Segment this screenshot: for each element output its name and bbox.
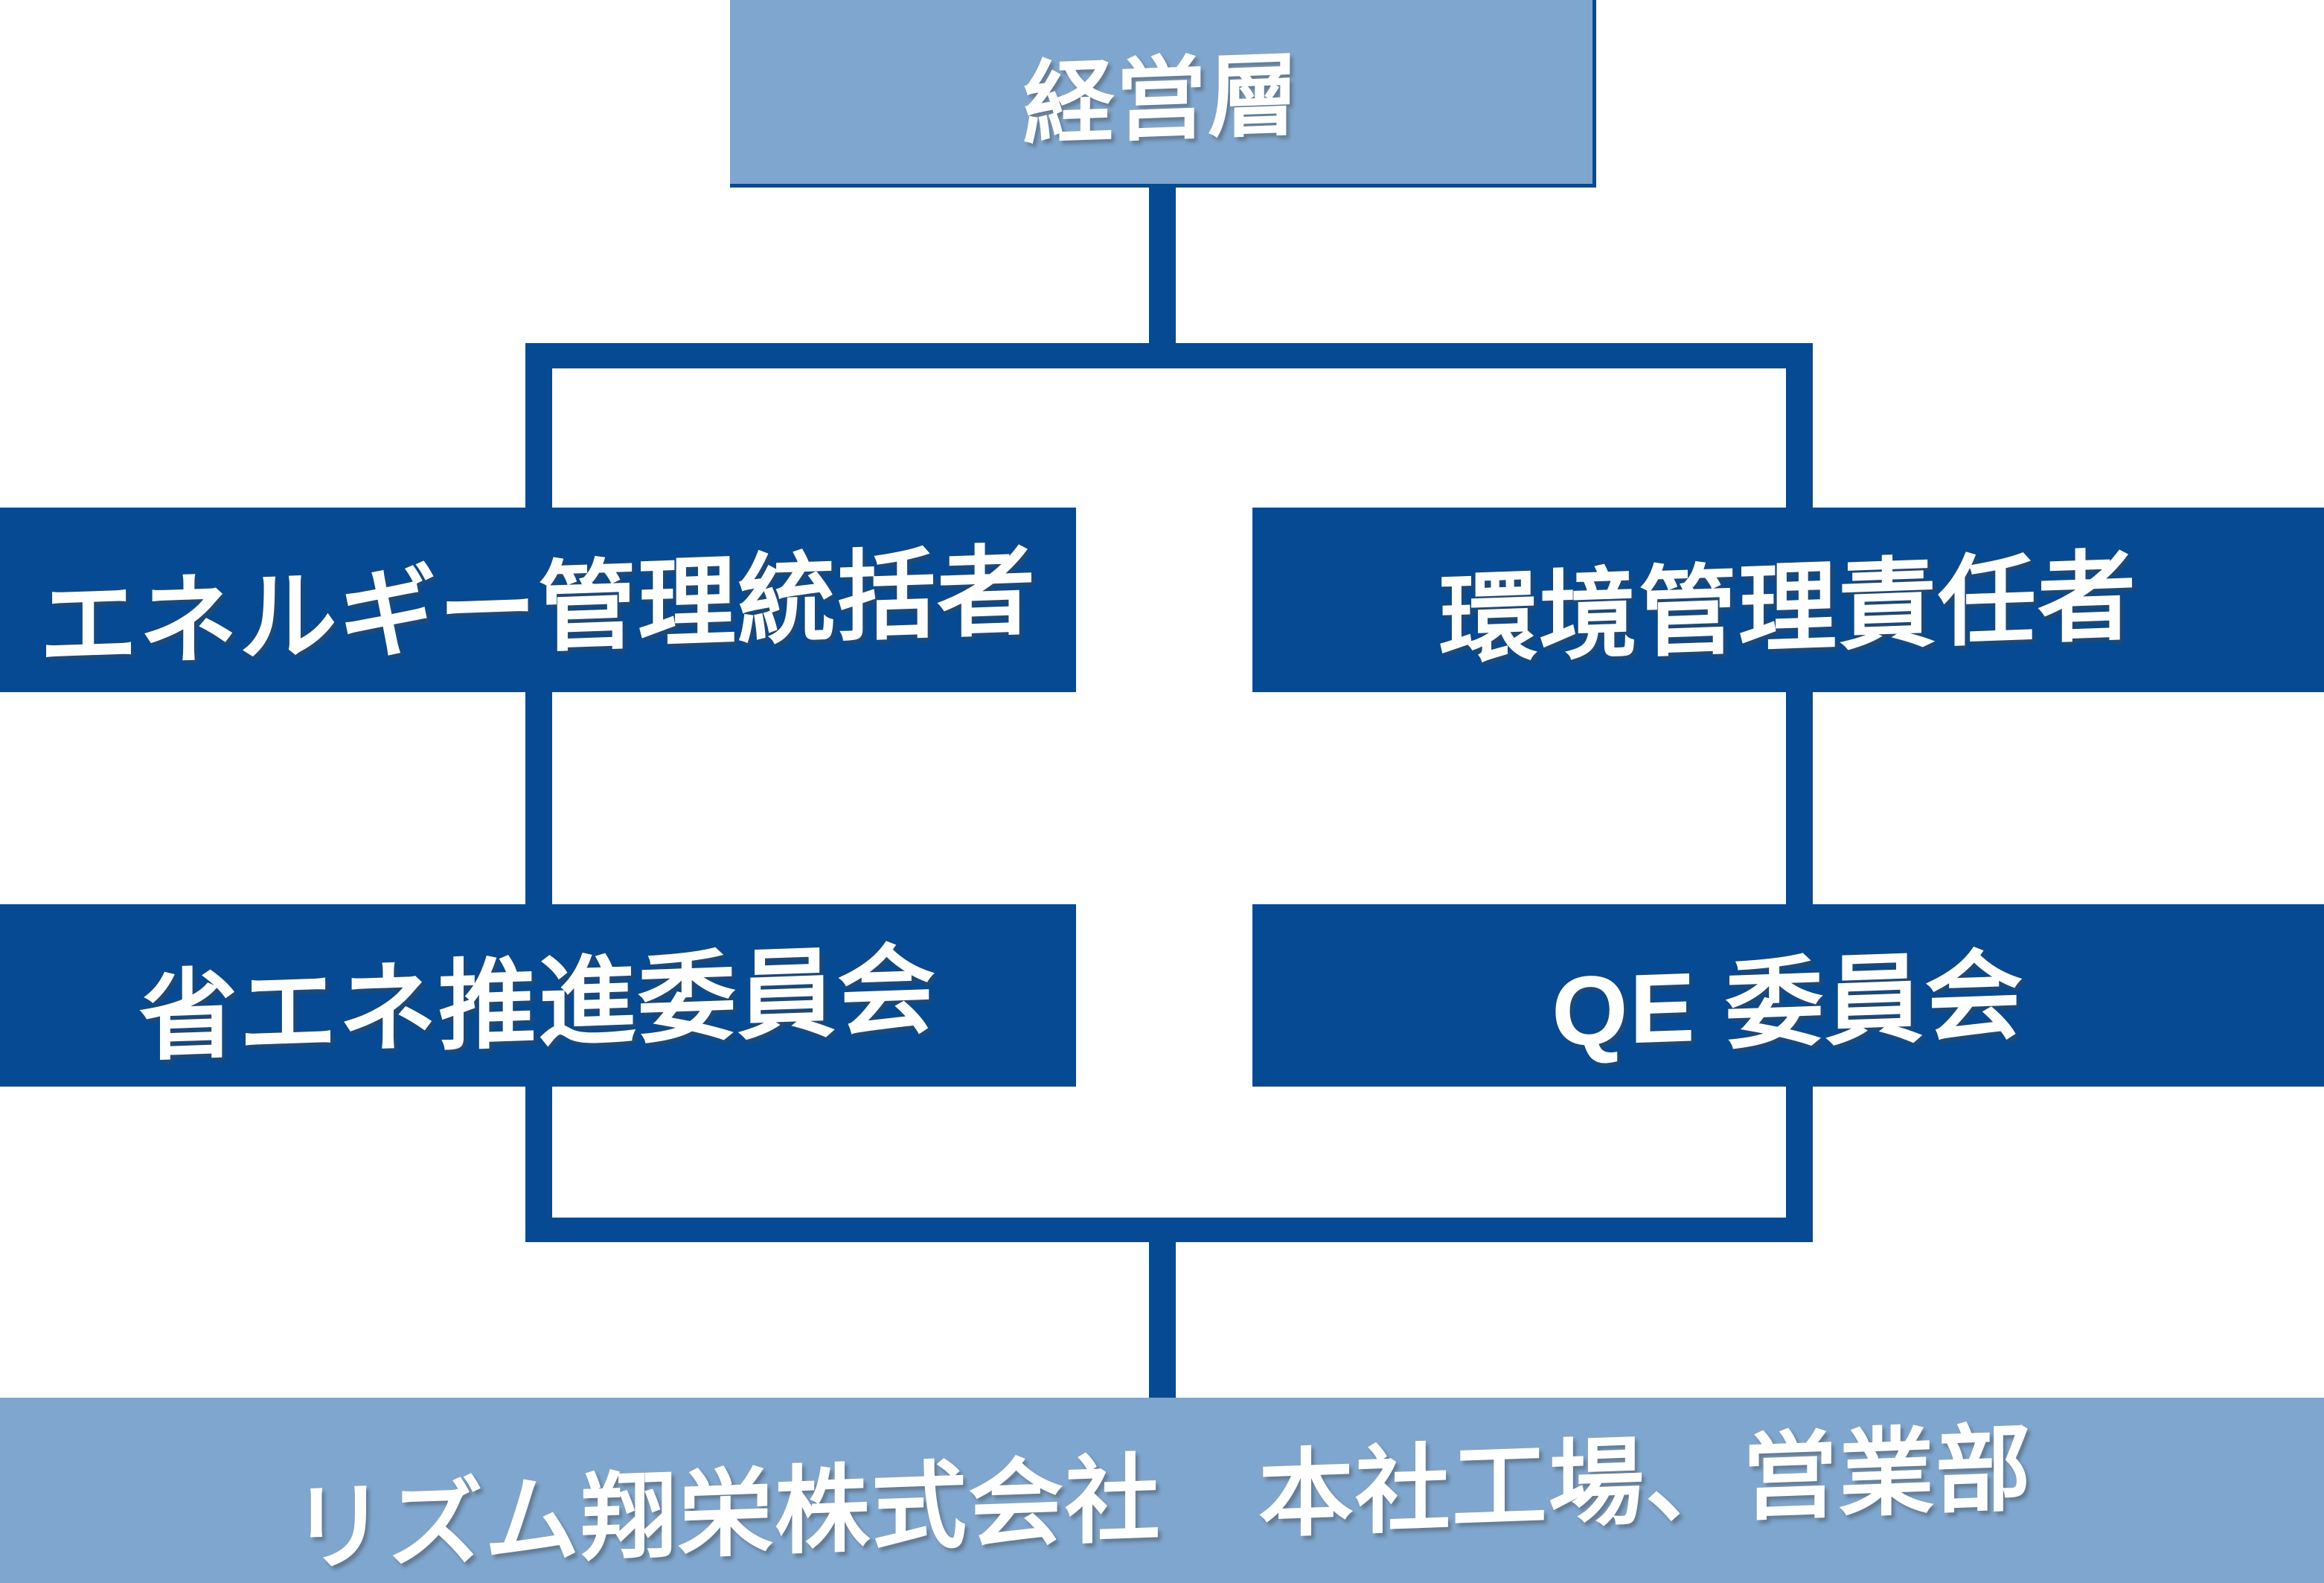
connector-bottom-horizontal-line: [525, 1218, 1813, 1242]
connector-bottom-vertical-line: [1149, 1241, 1176, 1398]
org-node-company-bar-label: リズム翔栄株式会社 本社工場、営業部: [291, 1416, 2033, 1583]
org-node-energy-saving-committee: 省エネ推進委員会: [0, 904, 1076, 1087]
connector-top-horizontal-line: [525, 343, 1813, 368]
connector-left-vertical-line: [525, 343, 552, 1242]
org-node-energy-saving-committee-label: 省エネ推進委員会: [139, 935, 937, 1072]
org-node-qe-committee: QE 委員会: [1252, 904, 2324, 1087]
org-node-qe-committee-label: QE 委員会: [1552, 940, 2025, 1067]
org-node-management: 経営層: [730, 0, 1596, 188]
org-node-environment-manager-label: 環境管理責任者: [1439, 541, 2137, 675]
connector-top-vertical-line: [1149, 186, 1176, 345]
org-node-company-bar: リズム翔栄株式会社 本社工場、営業部: [0, 1398, 2324, 1583]
org-node-energy-supervisor-label: エネルギー管理統括者: [39, 536, 1037, 680]
org-node-management-label: 経営層: [1022, 44, 1300, 156]
org-node-energy-supervisor: エネルギー管理統括者: [0, 508, 1076, 692]
org-node-environment-manager: 環境管理責任者: [1252, 508, 2324, 692]
connector-right-vertical-line: [1786, 343, 1813, 1242]
